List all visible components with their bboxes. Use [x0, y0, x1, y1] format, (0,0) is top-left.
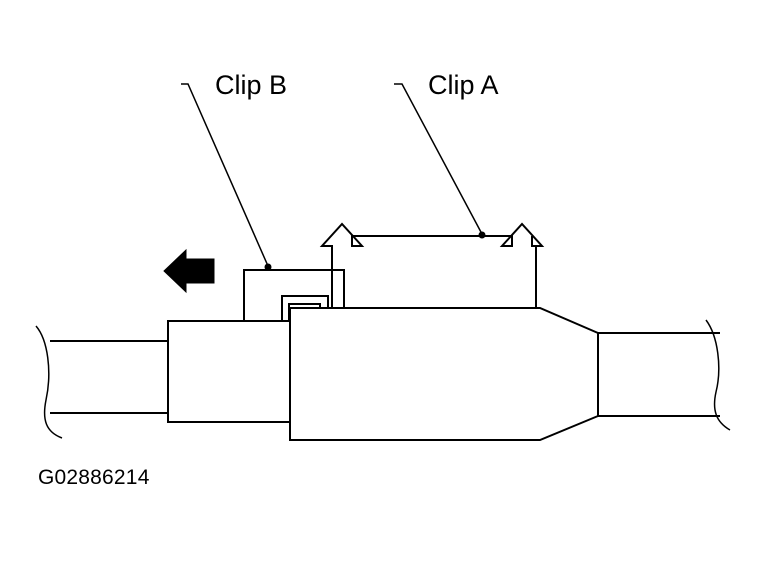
left-sleeve	[167, 320, 291, 423]
left-arrow-icon	[163, 248, 215, 294]
clip-b-shape	[243, 269, 345, 321]
clip-b-leader	[181, 83, 269, 267]
clip-a-shape	[319, 222, 545, 308]
clip-a-label: Clip A	[428, 70, 499, 100]
clip-a-leader	[394, 83, 483, 235]
clip-b-leader-dot	[264, 263, 272, 271]
connector-body	[289, 307, 599, 441]
clip-a-leader-dot	[478, 231, 486, 239]
left-pipe	[35, 325, 168, 439]
figure-code: G02886214	[38, 466, 150, 489]
clip-b-label: Clip B	[215, 70, 288, 100]
right-pipe	[598, 319, 731, 431]
